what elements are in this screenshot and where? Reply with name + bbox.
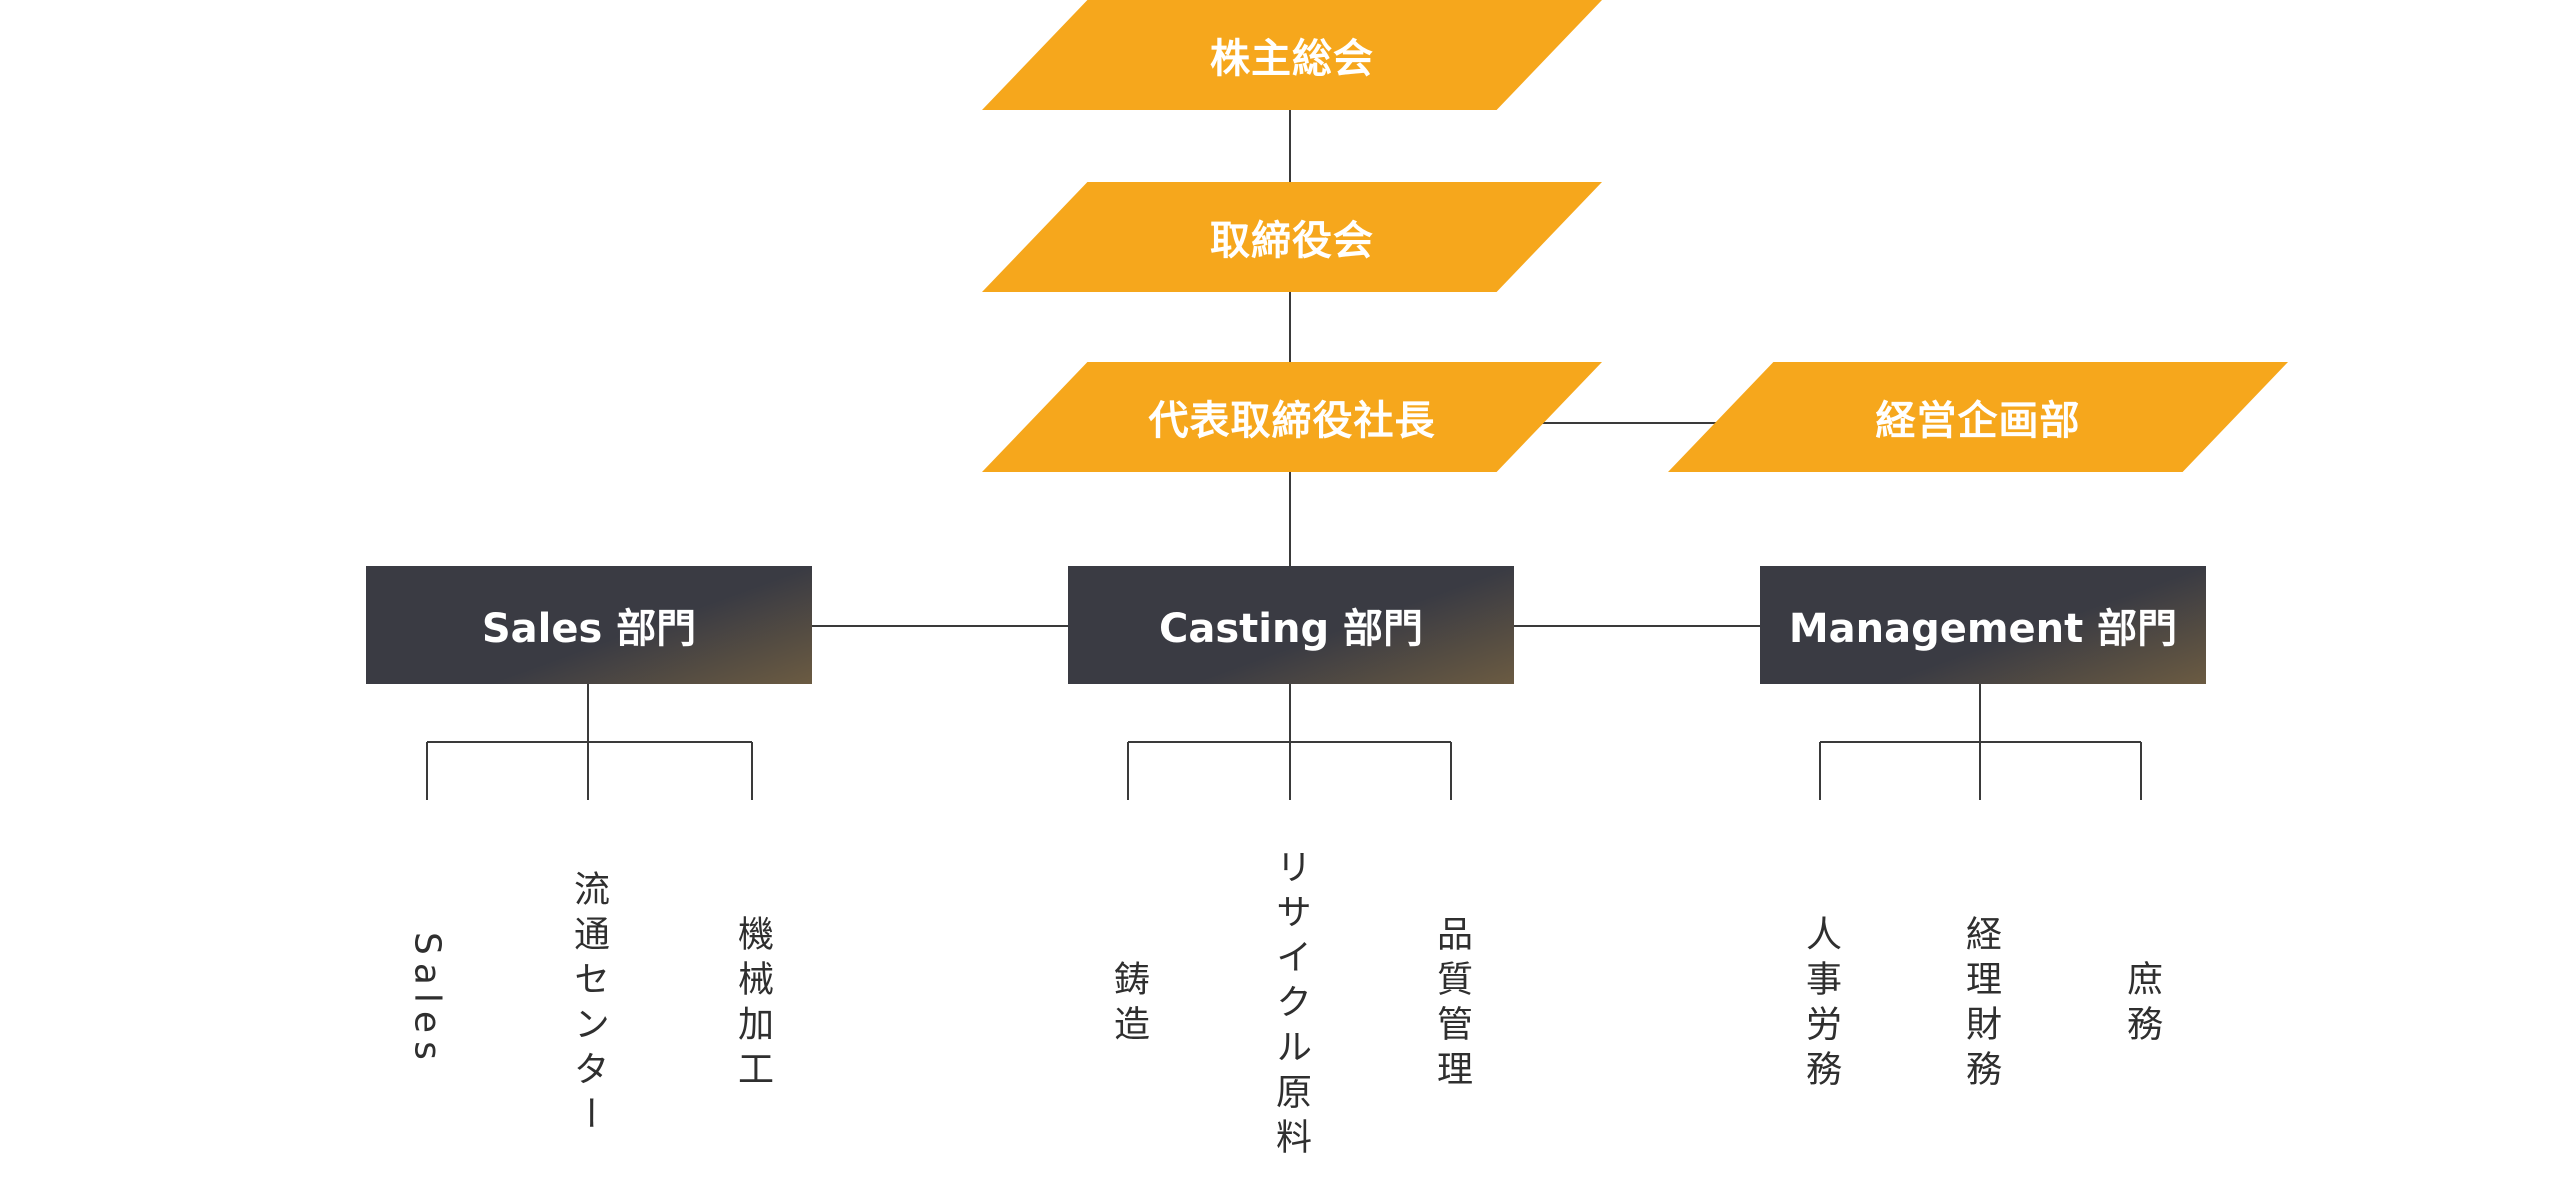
unit-distribution-center: 流通センター — [558, 860, 618, 1150]
node-president-label: 代表取締役社長 — [1148, 398, 1436, 444]
unit-general-affairs-label: 庶務 — [2121, 960, 2162, 1050]
unit-recycled-materials: リサイクル原料 — [1260, 835, 1320, 1175]
unit-quality-control: 品質管理 — [1421, 890, 1481, 1120]
unit-distribution-center-label: 流通センター — [568, 870, 609, 1140]
unit-recycled-materials-label: リサイクル原料 — [1270, 847, 1311, 1163]
node-shareholders-label: 株主総会 — [1210, 36, 1374, 82]
node-board-label: 取締役会 — [1210, 218, 1374, 264]
unit-machining: 機械加工 — [722, 890, 782, 1120]
unit-casting-label: 鋳造 — [1108, 960, 1149, 1050]
node-corporate-planning: 経営企画部 — [1668, 362, 2288, 472]
dept-casting: Casting 部門 — [1068, 566, 1514, 684]
node-planning-label: 経営企画部 — [1875, 398, 2081, 444]
unit-hr-labor-label: 人事労務 — [1800, 915, 1841, 1095]
unit-casting: 鋳造 — [1098, 930, 1158, 1080]
node-shareholders-meeting: 株主総会 — [982, 0, 1602, 110]
unit-general-affairs: 庶務 — [2111, 930, 2171, 1080]
unit-accounting-finance-label: 経理財務 — [1960, 915, 2001, 1095]
unit-sales-label: Sales — [406, 932, 448, 1068]
unit-hr-labor: 人事労務 — [1790, 890, 1850, 1120]
unit-accounting-finance: 経理財務 — [1950, 890, 2010, 1120]
dept-management: Management 部門 — [1760, 566, 2206, 684]
node-board-of-directors: 取締役会 — [982, 182, 1602, 292]
unit-quality-control-label: 品質管理 — [1431, 915, 1472, 1095]
dept-sales-label: Sales 部門 — [481, 606, 697, 652]
unit-machining-label: 機械加工 — [732, 915, 773, 1095]
dept-sales: Sales 部門 — [366, 566, 812, 684]
dept-casting-label: Casting 部門 — [1158, 606, 1424, 652]
dept-management-label: Management 部門 — [1788, 606, 2178, 652]
unit-sales: Sales — [397, 850, 457, 1150]
node-president: 代表取締役社長 — [982, 362, 1602, 472]
